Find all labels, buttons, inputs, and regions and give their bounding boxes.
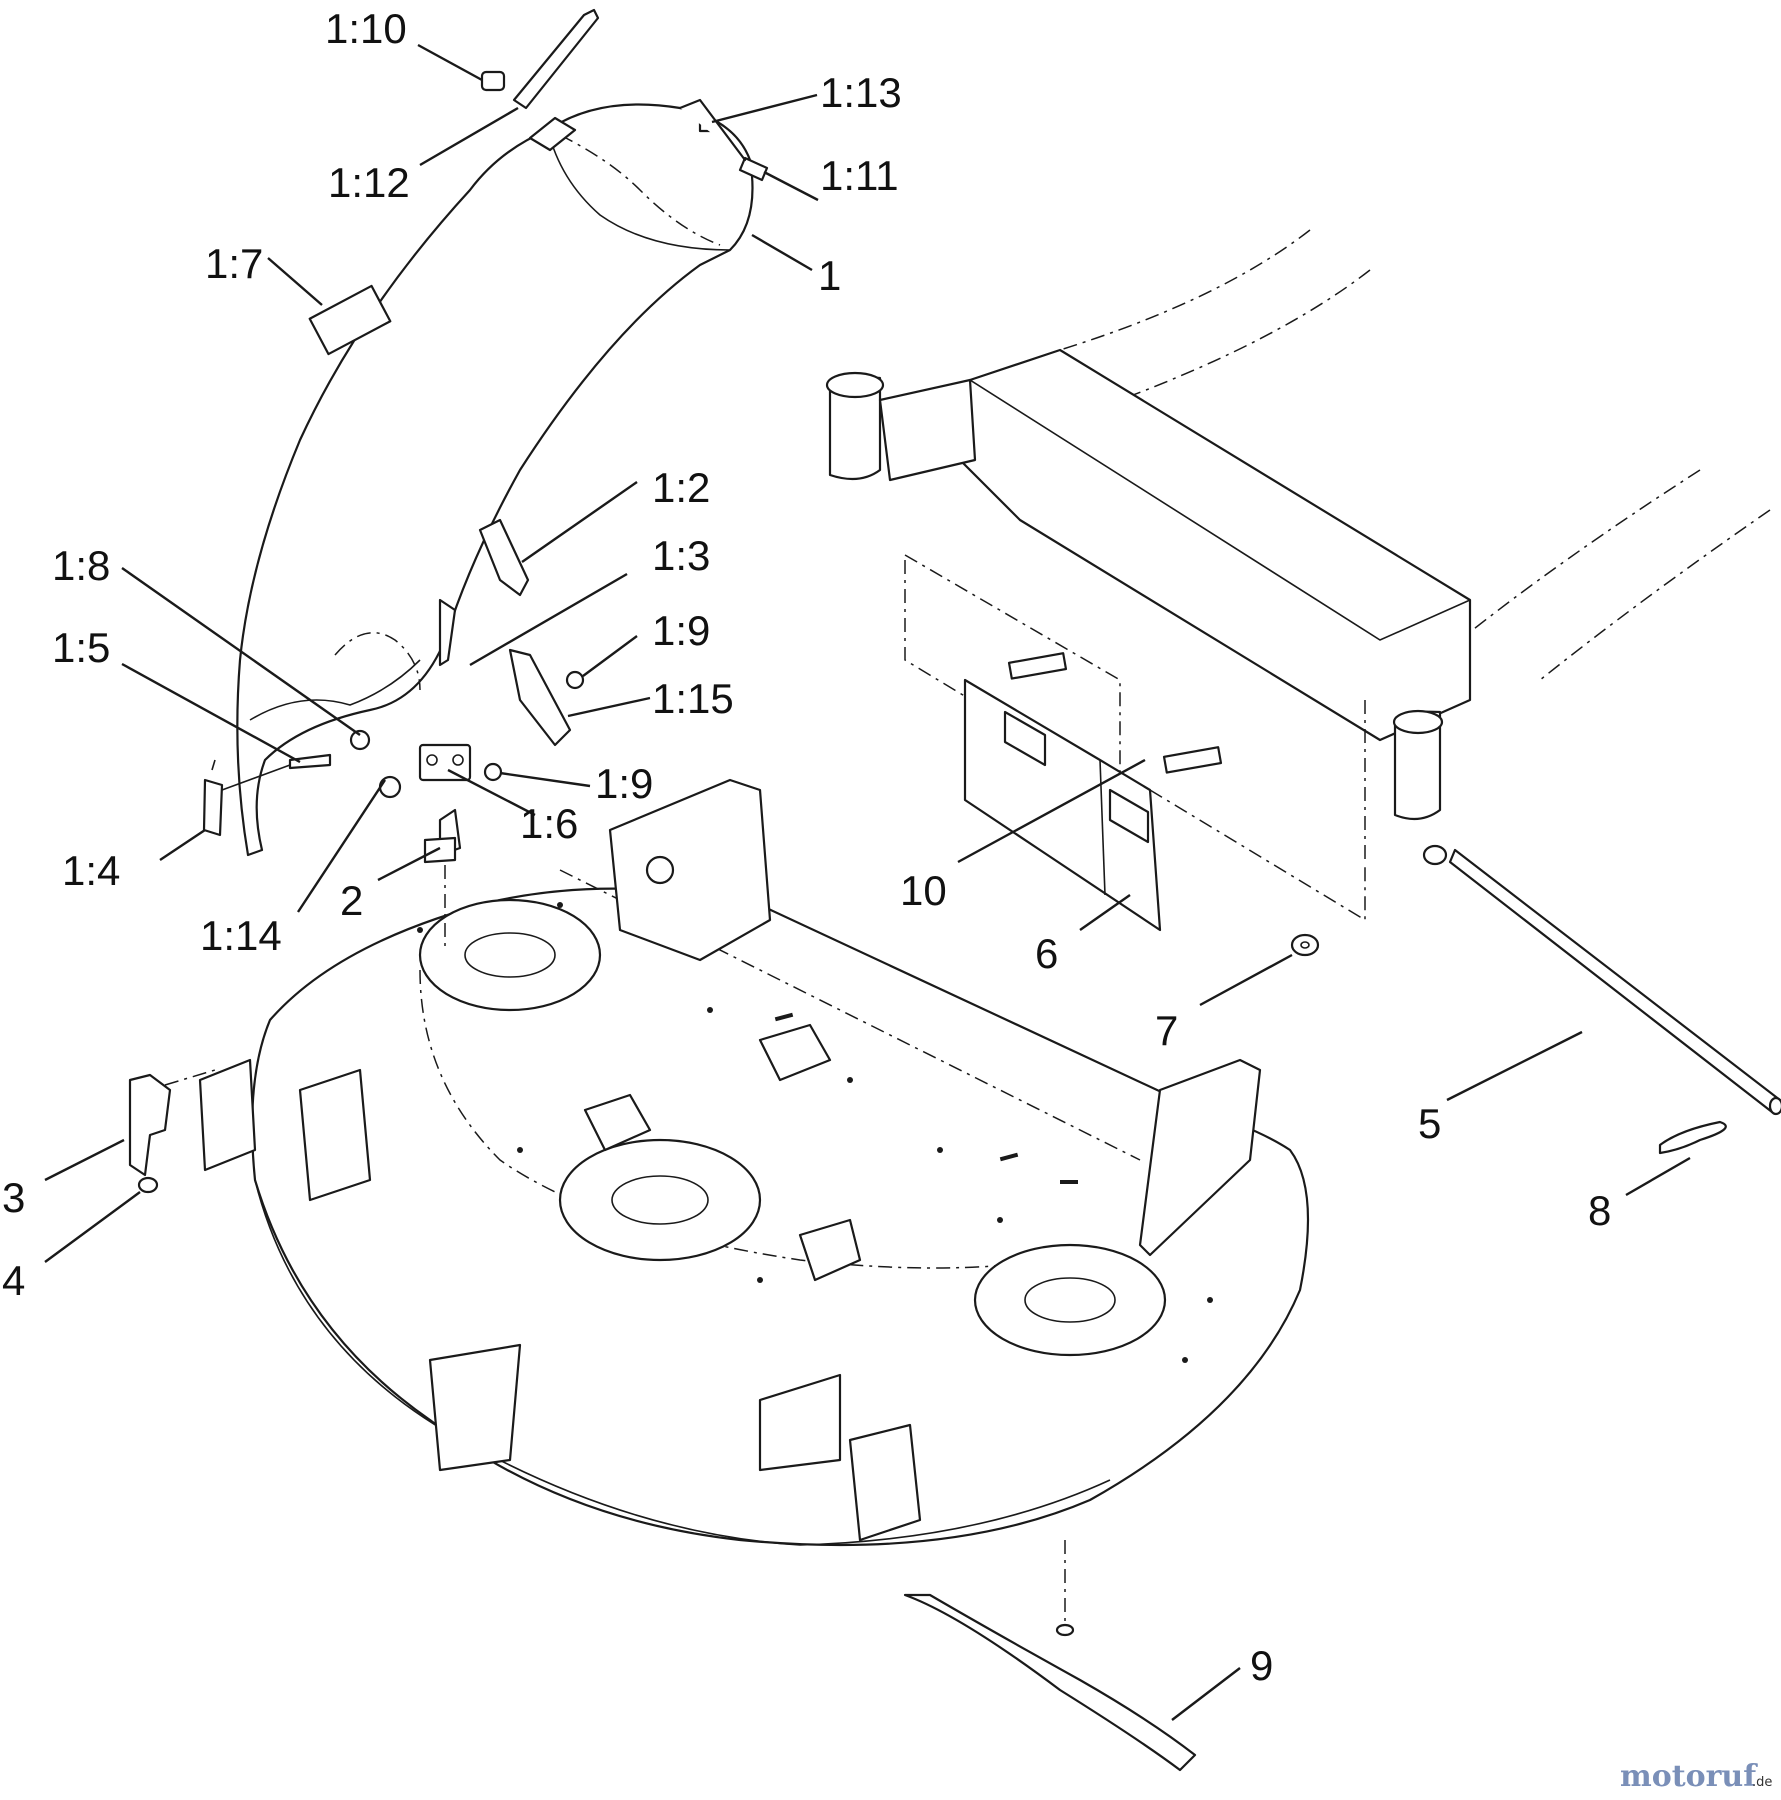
chute-latch-hardware bbox=[202, 518, 585, 837]
callout-1-12: 1:12 bbox=[328, 159, 410, 206]
chute-rod bbox=[480, 8, 769, 182]
callout-1-11: 1:11 bbox=[820, 152, 899, 199]
callout-1-10: 1:10 bbox=[325, 5, 407, 52]
watermark-logo: motoruf .de bbox=[1620, 1759, 1772, 1794]
callout-7: 7 bbox=[1155, 1007, 1178, 1054]
callout-1-8: 1:8 bbox=[52, 542, 110, 589]
discharge-chute bbox=[211, 103, 754, 857]
mower-frame bbox=[825, 229, 1771, 865]
callout-2: 2 bbox=[340, 877, 363, 924]
callout-1: 1 bbox=[818, 252, 841, 299]
decal-1-7 bbox=[308, 284, 392, 356]
callout-1-4: 1:4 bbox=[62, 847, 120, 894]
callout-1-3: 1:3 bbox=[652, 532, 710, 579]
leader-lines bbox=[44, 43, 1691, 1721]
blade-9 bbox=[903, 1540, 1197, 1772]
callout-1-5: 1:5 bbox=[52, 624, 110, 671]
callout-1-14: 1:14 bbox=[200, 912, 282, 959]
callout-4: 4 bbox=[2, 1257, 25, 1304]
callout-1-7: 1:7 bbox=[205, 240, 263, 287]
callout-5: 5 bbox=[1418, 1100, 1441, 1147]
callout-1-9-lower: 1:9 bbox=[595, 760, 653, 807]
part-3-bracket bbox=[128, 1069, 216, 1194]
mower-deck bbox=[198, 778, 1310, 1547]
callout-1-6: 1:6 bbox=[520, 800, 578, 847]
callout-1-15: 1:15 bbox=[652, 675, 734, 722]
callout-6: 6 bbox=[1035, 930, 1058, 977]
callout-1-13: 1:13 bbox=[820, 69, 902, 116]
callout-10: 10 bbox=[900, 867, 947, 914]
pivot-rod bbox=[1422, 844, 1781, 1155]
callout-1-9-upper: 1:9 bbox=[652, 607, 710, 654]
callout-3: 3 bbox=[2, 1174, 25, 1221]
callout-8: 8 bbox=[1588, 1187, 1611, 1234]
callout-labels: 1:10 1:13 1:12 1:11 1 1:7 1:2 1:8 1:3 1:… bbox=[2, 5, 1611, 1689]
svg-text:.de: .de bbox=[1752, 1775, 1772, 1790]
svg-text:motoruf: motoruf bbox=[1620, 1759, 1758, 1794]
callout-1-2: 1:2 bbox=[652, 464, 710, 511]
callout-9: 9 bbox=[1250, 1642, 1273, 1689]
